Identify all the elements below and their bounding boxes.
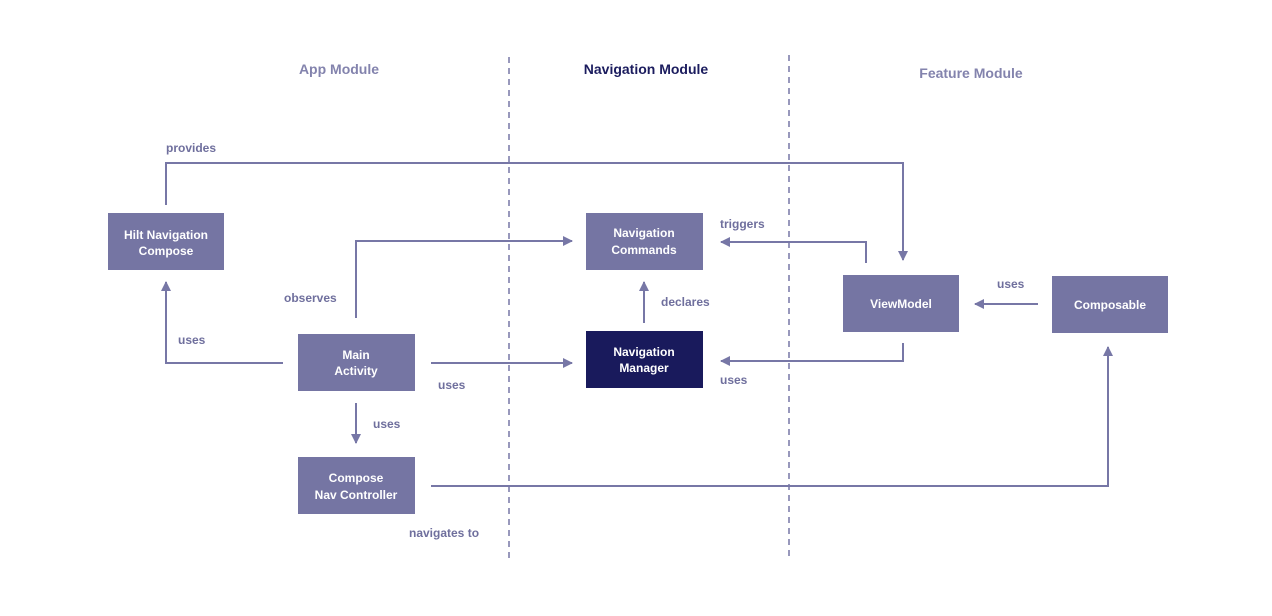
edge-label-uses-composable: uses	[997, 277, 1025, 291]
node-viewmodel: ViewModel	[843, 275, 959, 332]
edge-label-observes: observes	[284, 291, 337, 305]
node-label: Activity	[334, 364, 378, 378]
node-main-activity: Main Activity	[298, 334, 415, 391]
node-label: ViewModel	[870, 297, 932, 311]
app-module-header: App Module	[299, 61, 379, 77]
edge-label-uses-vm-manager: uses	[720, 373, 748, 387]
feature-module-header: Feature Module	[919, 65, 1023, 81]
edge-label-uses-manager: uses	[438, 378, 466, 392]
edge-label-uses-hilt: uses	[178, 333, 206, 347]
edge-provides	[165, 162, 908, 261]
node-label: Compose	[139, 244, 194, 258]
edge-label-uses-compose-nav: uses	[373, 417, 401, 431]
edge-observes	[355, 236, 573, 318]
node-label: Commands	[611, 243, 677, 257]
node-label: Hilt Navigation	[124, 228, 208, 242]
edge-label-declares: declares	[661, 295, 710, 309]
node-compose-nav-controller: Compose Nav Controller	[298, 457, 415, 514]
node-label: Navigation	[613, 345, 674, 359]
node-navigation-manager: Navigation Manager	[586, 331, 703, 388]
node-label: Composable	[1074, 298, 1146, 312]
edge-label-navigates-to: navigates to	[409, 526, 479, 540]
edge-uses-hilt	[161, 281, 283, 364]
node-hilt-navigation-compose: Hilt Navigation Compose	[108, 213, 224, 270]
node-navigation-commands: Navigation Commands	[586, 213, 703, 270]
edge-label-provides: provides	[166, 141, 216, 155]
edge-label-triggers: triggers	[720, 217, 765, 231]
edge-uses-vm-manager	[720, 343, 904, 366]
edge-navigates-to	[431, 346, 1113, 487]
node-label: Compose	[329, 471, 384, 485]
node-label: Manager	[619, 361, 669, 375]
node-label: Main	[342, 348, 369, 362]
node-composable: Composable	[1052, 276, 1168, 333]
navigation-module-header: Navigation Module	[584, 61, 709, 77]
node-label: Nav Controller	[315, 488, 398, 502]
edge-triggers	[720, 237, 867, 263]
node-label: Navigation	[613, 226, 674, 240]
